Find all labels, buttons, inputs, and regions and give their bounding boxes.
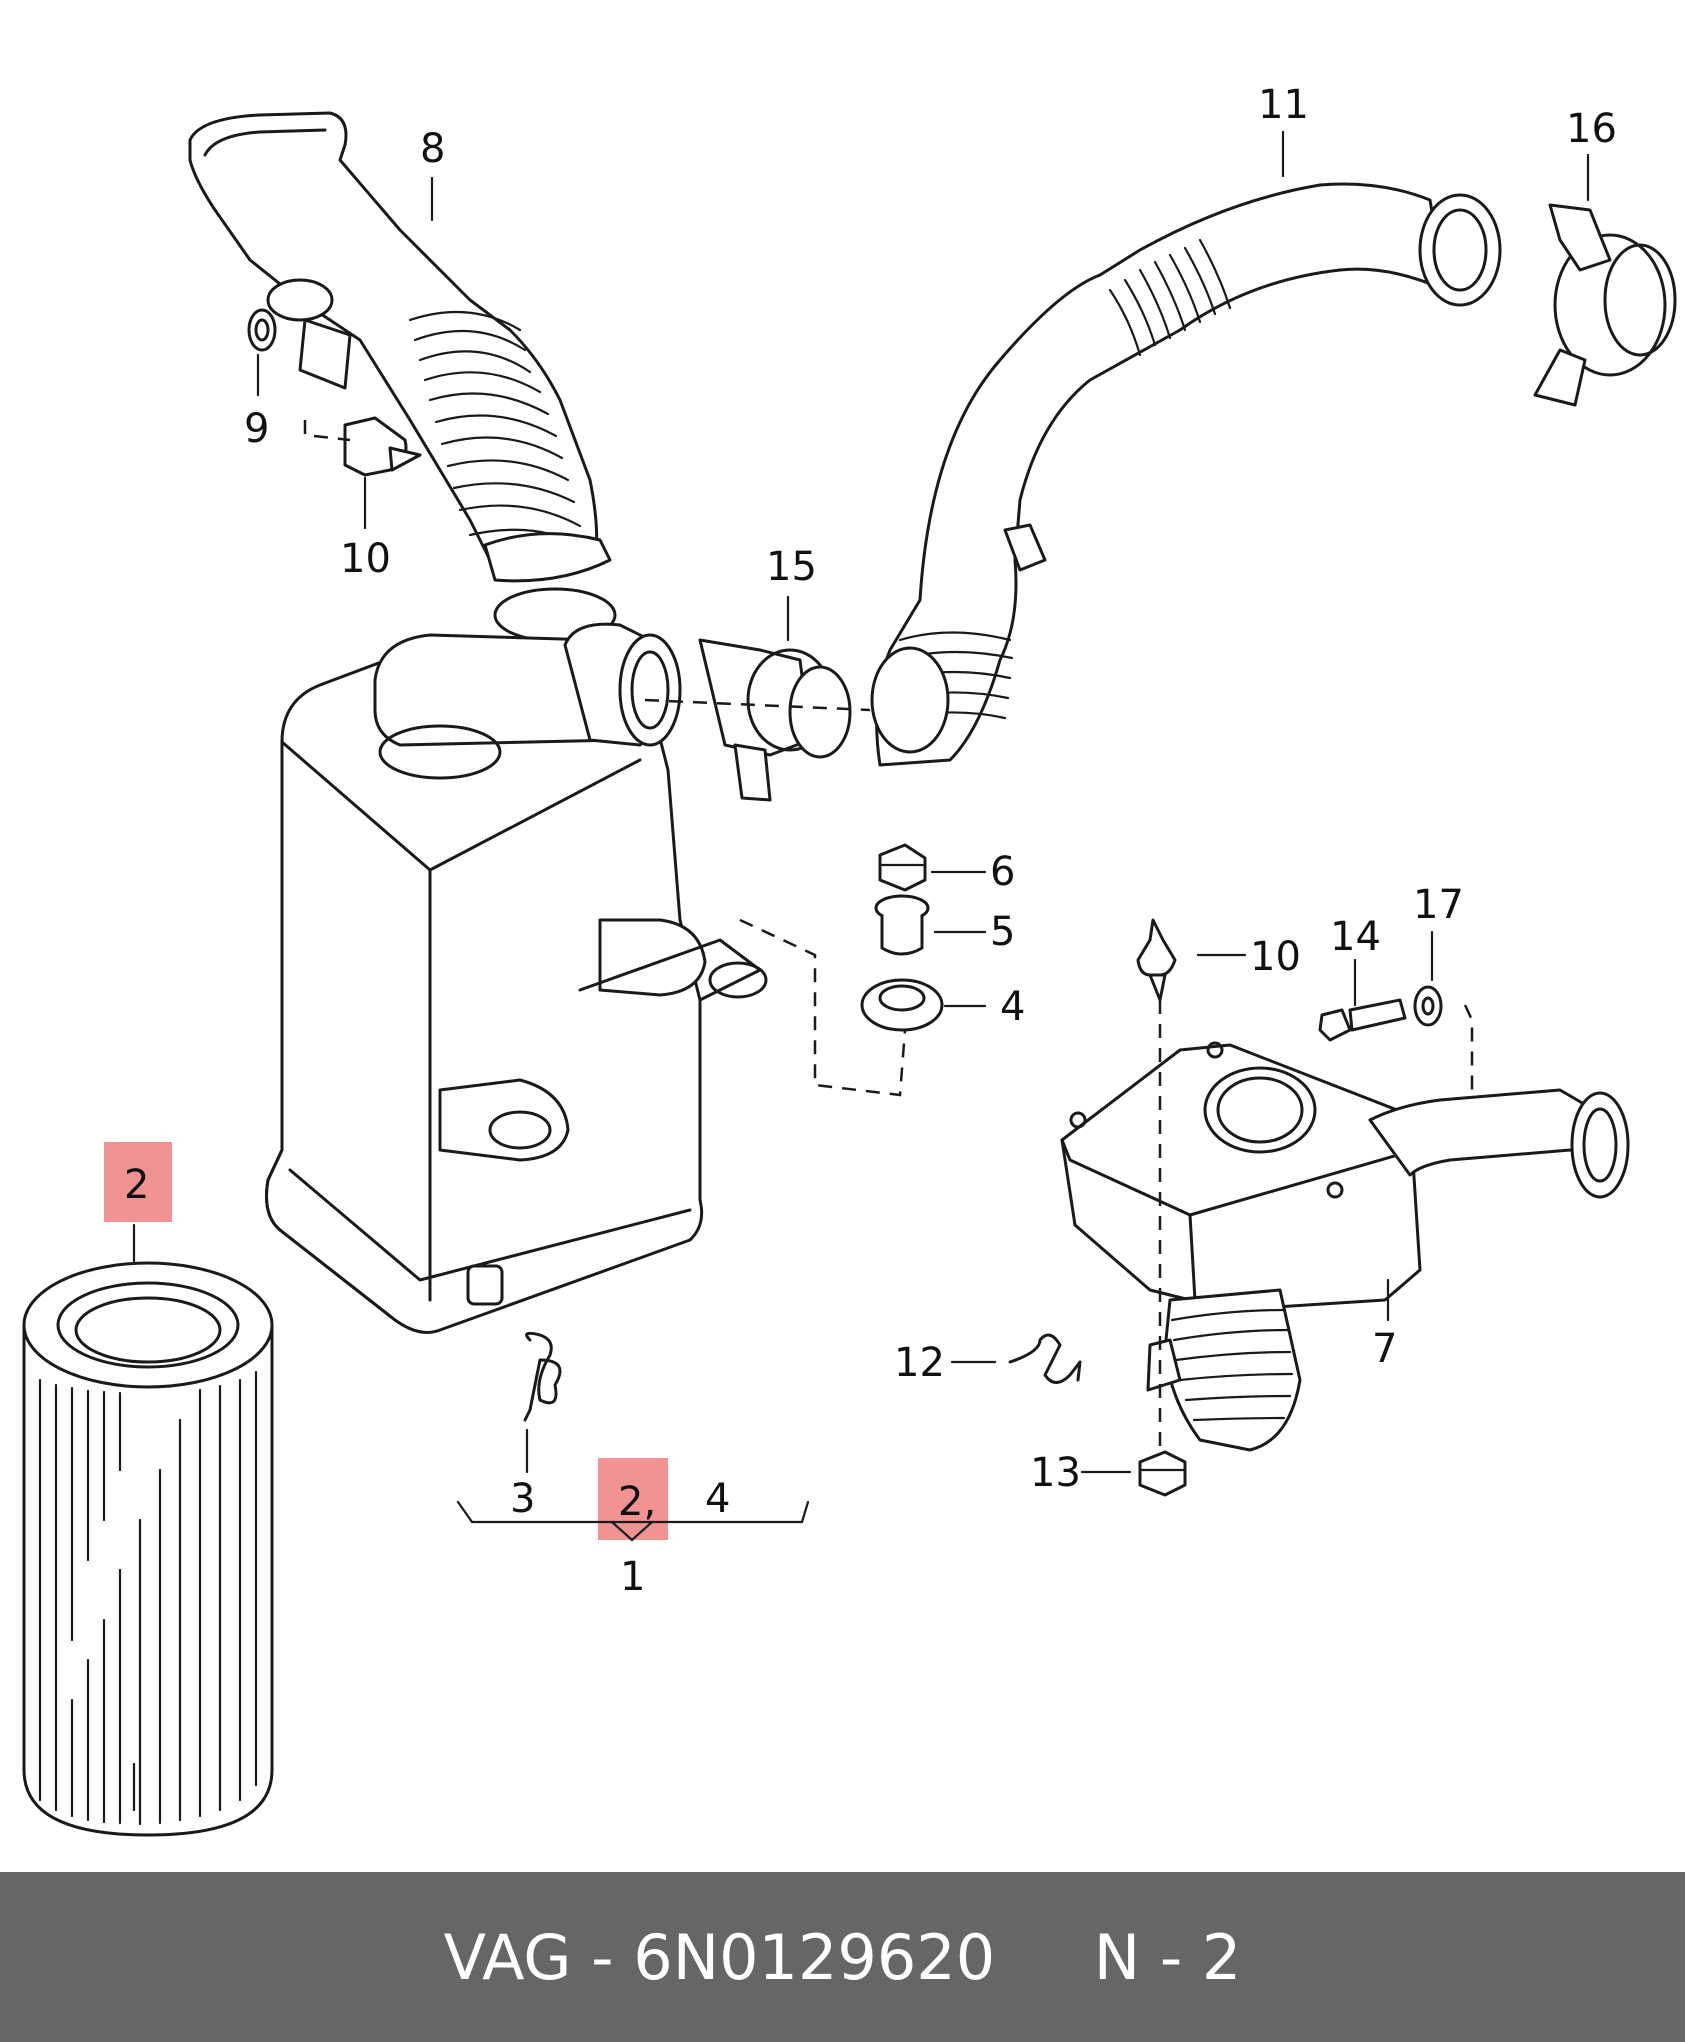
callout-5: 5: [990, 909, 1015, 955]
washer-17: [1413, 985, 1443, 1027]
clamp-16: [1533, 203, 1677, 407]
callout-10-right: 10: [1250, 934, 1301, 980]
part-number-caption: VAG - 6N0129620 N - 2: [443, 1920, 1242, 1994]
callout-4-right: 4: [1000, 984, 1025, 1030]
callout-4-bottom: 4: [705, 1476, 730, 1522]
air-filter-element: [22, 1223, 274, 1837]
callout-16: 16: [1566, 106, 1617, 152]
push-clip-10-right: [1136, 918, 1177, 1002]
nut-13: [1138, 1450, 1187, 1497]
callout-6: 6: [990, 849, 1015, 895]
push-clip-10: [303, 416, 422, 477]
callout-17: 17: [1413, 882, 1464, 928]
long-hose-11: [870, 182, 1502, 767]
clip-12: [1008, 1333, 1082, 1384]
air-box-housing: [265, 587, 768, 1334]
footer-bar: VAG - 6N0129620 N - 2: [0, 1872, 1685, 2042]
callout-14: 14: [1330, 914, 1381, 960]
callout-13: 13: [1030, 1450, 1081, 1496]
ring-9: [247, 308, 277, 352]
callout-1: 1: [620, 1554, 645, 1600]
callout-2-left: 2: [124, 1162, 149, 1208]
callout-8: 8: [420, 126, 445, 172]
callout-10-left: 10: [340, 536, 391, 582]
callout-15: 15: [766, 544, 817, 590]
callout-9: 9: [244, 406, 269, 452]
bolt-14: [1318, 998, 1407, 1042]
callout-labels: 8 9 10 11 16 15 6 5 4 10 14 17 7 12 13 3…: [124, 82, 1617, 1600]
callout-2-center: 2,: [618, 1479, 656, 1525]
callout-12: 12: [894, 1340, 945, 1386]
callout-11: 11: [1258, 82, 1309, 128]
hose-connector-15: [563, 622, 871, 802]
leader-lines: [256, 130, 1590, 1542]
callout-3: 3: [510, 1476, 535, 1522]
highlight-box-left: [104, 1142, 172, 1222]
parts-diagram: 8 9 10 11 16 15 6 5 4 10 14 17 7 12 13 3…: [22, 82, 1677, 1837]
sleeve-5: [874, 894, 930, 956]
dashed-line-mount: [739, 918, 907, 1097]
grommet-4: [860, 978, 944, 1032]
nut-6: [878, 843, 927, 892]
highlight-box-center: [598, 1458, 668, 1540]
air-guide-7: [1060, 1000, 1630, 1455]
intake-duct: [188, 111, 612, 583]
spring-clip-3: [523, 1331, 562, 1422]
callout-7: 7: [1372, 1326, 1397, 1372]
